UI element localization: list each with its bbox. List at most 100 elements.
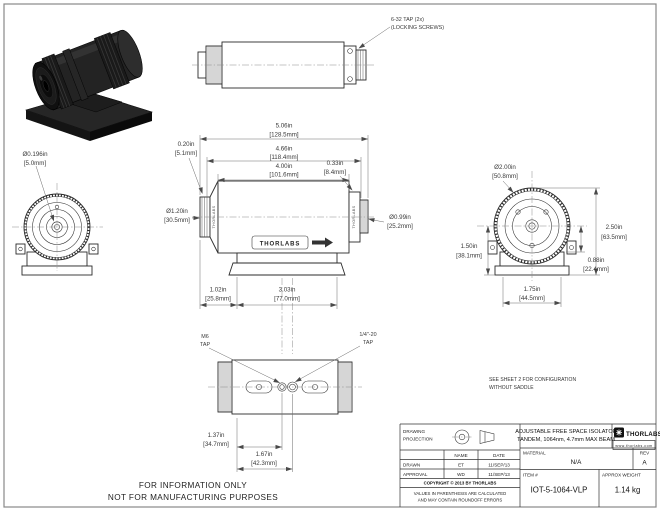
iso-knurl-rear-lines <box>96 33 127 89</box>
ring-label-right: THORLABS <box>352 205 356 228</box>
dim-088-mm: [22.4mm] <box>583 266 609 273</box>
front-view: Ø0.196in [5.0mm] <box>12 151 103 276</box>
quarter20-callout-line2: TAP <box>363 340 373 346</box>
bottom-view: M6 TAP 1/4"-20 TAP 1.37in [34.7mm] 1.67i… <box>200 332 377 472</box>
date-header: DATE <box>493 453 505 458</box>
see-sheet-note-line1: SEE SHEET 2 FOR CONFIGURATION <box>489 377 576 383</box>
material-value: N/A <box>571 459 582 466</box>
rear-view: Ø2.00in [50.8mm] 2.50in [63.5mm] 1.50in … <box>456 164 627 391</box>
dim-303-in: 3.03in <box>279 287 296 294</box>
dim-150-mm: [38.1mm] <box>456 253 482 260</box>
rear-right-tab <box>566 240 577 255</box>
front-left-tab-screw <box>18 246 23 252</box>
rear-right-tab-screw <box>569 245 574 250</box>
weight-value: 1.14 kg <box>615 486 641 495</box>
locking-screws-callout-line1: 6-32 TAP (2x) <box>391 17 424 23</box>
dim-175-in: 1.75in <box>524 286 541 293</box>
website-text: www.thorlabs.com <box>615 444 652 448</box>
side-view: THORLABS THORLABS THORLABS 5.06in [128.5… <box>164 123 413 354</box>
rear-aperture-ring <box>525 219 539 233</box>
dim-250-mm: [63.5mm] <box>601 234 627 241</box>
weight-label: APPROX WEIGHT <box>602 473 641 478</box>
dim-088-in: 0.88in <box>588 257 605 264</box>
drawing-title-line1: ADJUSTABLE FREE SPACE ISOLATOR <box>515 429 617 435</box>
dim-020-mm: [5.1mm] <box>175 150 198 157</box>
dim-150-in: 1.50in <box>461 243 478 250</box>
item-value: IOT-5-1064-VLP <box>531 486 588 495</box>
dim-033-mm: [8.4mm] <box>324 169 347 176</box>
rear-screw-2 <box>543 209 549 215</box>
dim-466-mm: [118.4mm] <box>270 154 299 161</box>
approval-label: APPROVAL <box>403 472 428 477</box>
top-view: 6-32 TAP (2x) (LOCKING SCREWS) <box>192 17 444 89</box>
dim-167-in: 1.67in <box>256 451 273 458</box>
dim-020-leader <box>188 157 203 194</box>
title-block-grid <box>399 423 656 507</box>
top-locking-screw-1 <box>347 48 353 54</box>
dim-175-mm: [44.5mm] <box>519 295 545 302</box>
title-block: DRAWING PROJECTION NAME DATE DRAWN ET 11… <box>399 423 660 507</box>
side-dim-lines-bottom <box>199 240 338 309</box>
side-dim-lines-top <box>199 135 369 198</box>
info-note: FOR INFORMATION ONLY NOT FOR MANUFACTURI… <box>108 481 278 502</box>
dim-200-mm: [50.8mm] <box>492 173 518 180</box>
dim-250-lines <box>534 187 600 276</box>
dim-033-in: 0.33in <box>327 160 344 167</box>
iso-aperture <box>42 80 50 92</box>
side-base <box>228 262 346 276</box>
name-header: NAME <box>454 453 467 458</box>
see-sheet-note-line2: WITHOUT SADDLE <box>489 385 534 391</box>
values-note-line1: VALUES IN PARENTHESIS ARE CALCULATED <box>414 491 506 496</box>
dim-150-lines <box>484 226 495 276</box>
iso-rear-cap <box>117 29 143 78</box>
m6-leader <box>208 347 280 383</box>
iso-glint <box>39 75 43 81</box>
dim-099-mm: [25.2mm] <box>387 223 413 230</box>
projection-label-line2: PROJECTION <box>403 437 433 442</box>
dim-099-in: Ø0.99in <box>389 214 411 221</box>
beam-direction-arrow <box>312 237 333 248</box>
side-saddle <box>236 252 338 264</box>
side-engraving-box <box>251 235 309 250</box>
front-right-tab-screw <box>91 246 96 252</box>
locking-screws-leader <box>358 26 391 49</box>
website-box <box>612 440 656 450</box>
iso-3d-view <box>25 29 153 141</box>
device-engraving: THORLABS <box>260 241 301 247</box>
dim-0196-mm: [5.0mm] <box>24 160 47 167</box>
rear-left-tab <box>487 240 498 255</box>
info-note-line2: NOT FOR MANUFACTURING PURPOSES <box>108 493 278 502</box>
copyright-text: COPYRIGHT © 2013 BY THORLABS <box>424 481 497 486</box>
top-locking-screw-2 <box>347 76 353 82</box>
bottom-dim-lines <box>236 393 293 472</box>
locking-screws-callout-line2: (LOCKING SCREWS) <box>391 25 444 31</box>
dim-102-in: 1.02in <box>210 287 227 294</box>
iso-knurl-rear <box>93 32 130 90</box>
front-left-tab <box>15 243 26 255</box>
iso-cylinder <box>32 29 143 111</box>
iso-base-front <box>26 110 90 141</box>
drawing-frame <box>3 3 657 508</box>
front-right-tab <box>88 243 99 255</box>
dim-506-in: 5.06in <box>276 123 293 130</box>
dim-020-in: 0.20in <box>178 141 195 148</box>
dim-102-mm: [25.8mm] <box>205 296 231 303</box>
dim-137-in: 1.37in <box>208 432 225 439</box>
iso-base-right <box>90 112 152 141</box>
rev-label: REV <box>640 451 650 456</box>
m6-callout-line1: M6 <box>201 334 209 340</box>
projection-cone <box>479 430 495 444</box>
quarter20-callout-line1: 1/4"-20 <box>359 332 376 338</box>
front-aperture-leader <box>35 165 54 221</box>
projection-label-line1: DRAWING <box>403 429 425 434</box>
side-right-knurl-hatch <box>361 200 367 233</box>
thorlabs-star-icon <box>616 429 622 436</box>
info-note-line1: FOR INFORMATION ONLY <box>139 481 247 490</box>
rev-value: A <box>642 460 647 467</box>
iso-mid-ring <box>62 48 89 102</box>
rear-left-tab-screw <box>490 245 495 250</box>
approval-date: 11/SEP/13 <box>488 472 510 477</box>
dim-175-lines <box>502 277 562 307</box>
